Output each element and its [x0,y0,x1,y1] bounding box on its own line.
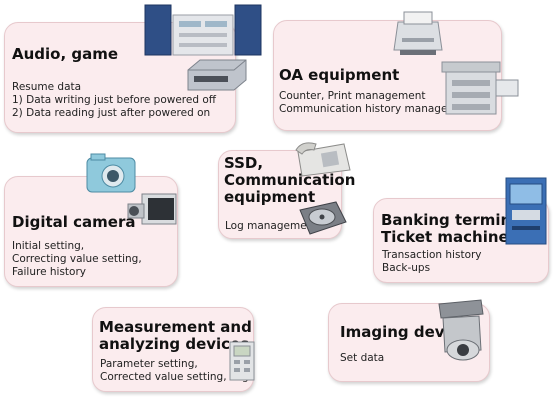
atm-terminal-icon [505,177,547,245]
desc-line: Transaction history [382,249,482,261]
card-title: OA equipment [279,66,400,84]
title-line: equipment [224,188,316,206]
desc-line: Corrected value setting, Log [100,371,249,383]
desc-line: 2) Data reading just after powered on [12,107,211,119]
card-description: Initial setting, Correcting value settin… [12,240,142,279]
measurement-device-icon [229,341,255,381]
title-line: Banking terminal, [381,211,533,229]
card-description: Log management [225,220,317,233]
video-camera-icon [127,193,177,225]
desc-line: Correcting value setting, [12,253,142,265]
desc-line: Parameter setting, [100,358,198,370]
title-line: Measurement and [99,318,252,336]
desc-line: Initial setting, [12,240,85,252]
game-console-icon [187,59,247,91]
card-title: Imaging device [340,323,469,341]
hard-disk-icon [299,201,347,235]
title-line: analyzing devices [99,335,250,353]
desc-line: Failure history [12,266,86,278]
card-title: SSD, Communication equipment [224,155,355,206]
surveillance-camera-icon [438,299,484,361]
card-description: Counter, Print management Communication … [279,90,475,116]
desc-line: Counter, Print management [279,90,426,102]
card-title: Measurement and analyzing devices [99,319,252,353]
card-description: Transaction history Back-ups [382,249,482,275]
digital-camera-icon [86,153,136,193]
telephone-icon [295,142,351,177]
audio-system-icon [144,4,262,56]
desc-line: 1) Data writing just before powered off [12,94,217,106]
card-measurement-devices [92,307,254,392]
title-line: Communication [224,171,356,189]
copier-icon [441,61,519,115]
desc-line: Resume data [12,81,82,93]
title-line: Ticket machine [381,228,509,246]
printer-icon [393,11,443,55]
card-description: Parameter setting, Corrected value setti… [100,358,249,384]
desc-line: Back-ups [382,262,431,274]
card-title: Digital camera [12,213,136,231]
card-description: Set data [340,352,384,365]
title-line: SSD, [224,154,264,172]
card-description: Resume data 1) Data writing just before … [12,81,216,120]
card-title: Banking terminal, Ticket machine [381,212,532,246]
desc-line: Log management [225,220,318,232]
desc-line: Communication history management [279,103,475,115]
desc-line: Set data [340,352,385,364]
card-title: Audio, game [12,45,119,63]
